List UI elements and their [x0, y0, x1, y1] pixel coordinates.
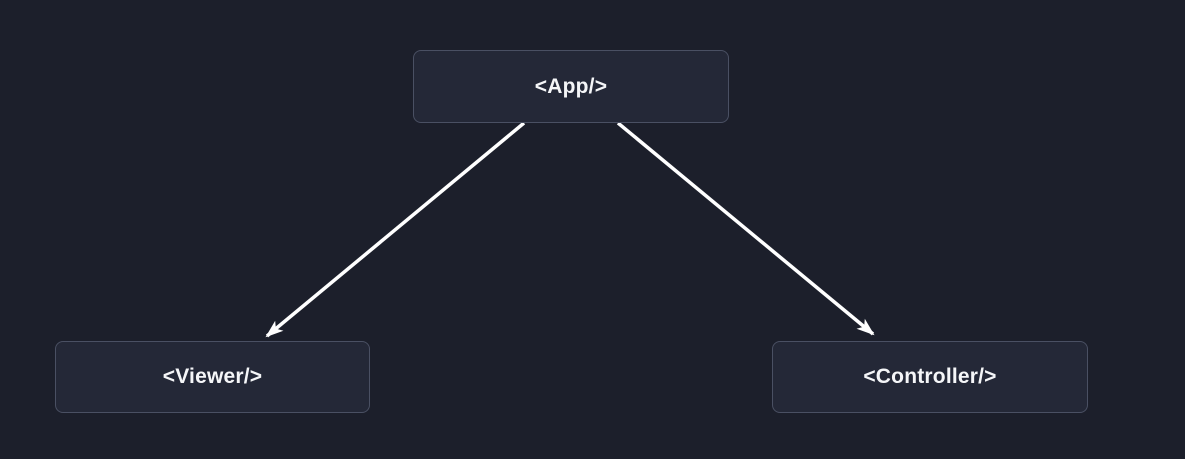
node-app-label: <App/>	[534, 74, 608, 98]
node-controller-label: <Controller/>	[863, 365, 997, 388]
node-viewer-label: <Viewer/>	[162, 365, 263, 388]
edge-app-to-controller	[616, 121, 875, 336]
node-controller[interactable]: <Controller/>	[772, 341, 1088, 413]
node-app[interactable]: <App/>	[413, 50, 729, 123]
node-viewer[interactable]: <Viewer/>	[55, 341, 370, 413]
edge-app-to-viewer	[265, 121, 526, 338]
